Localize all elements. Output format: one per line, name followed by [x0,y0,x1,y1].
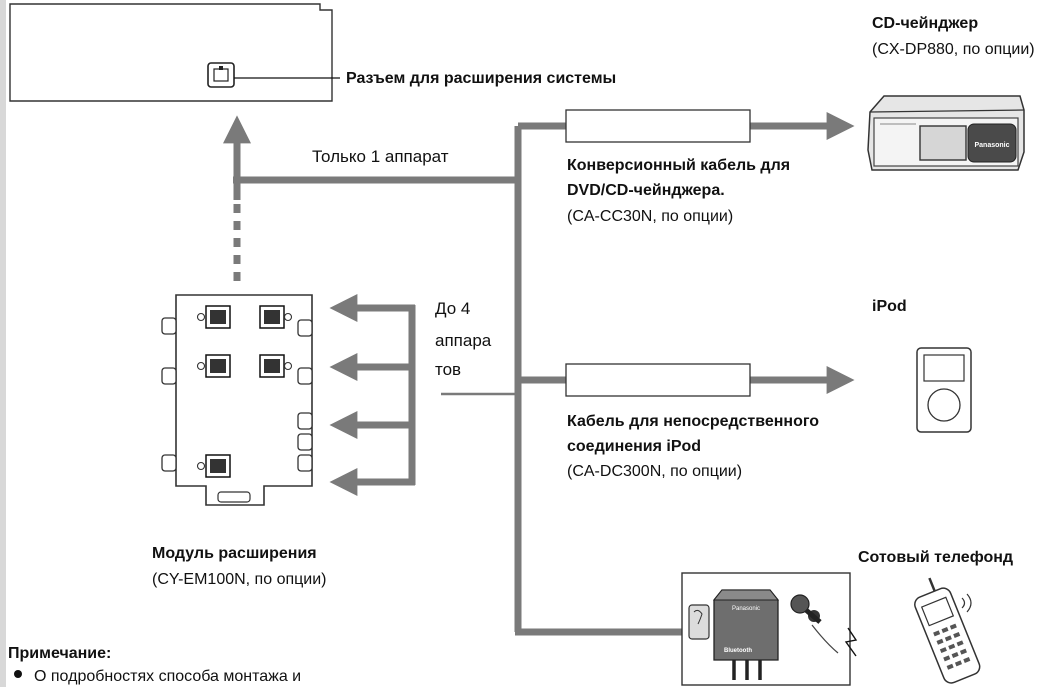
cable-lines [223,112,855,636]
page-edge-strip [0,0,6,687]
ipod-title: iPod [872,298,907,315]
ipod-cable-box [565,363,751,397]
ipod-cable-title-1: Кабель для непосредственного [567,413,820,430]
module-title: Модуль расширения [152,545,317,562]
ipod-image [916,347,972,433]
note-bullet [14,670,22,678]
cd-changer-model: (CX-DP880, по опции) [872,41,1035,58]
ipod-cable-model: (CA-DC300N, по опции) [567,463,743,480]
module-model: (CY-EM100N, по опции) [152,571,327,588]
cell-phone-image [914,577,981,684]
bt-bluetooth-logo: Bluetooth [724,648,752,654]
head-unit [9,3,333,102]
conversion-cable-title-1: Конверсионный кабель для [567,157,791,174]
cd-changer-title: CD-чейнджер [872,15,979,32]
up-to-4-line3: тов [435,360,462,379]
connector-label: Разъем для расширения системы [346,70,617,87]
phone-title: Сотовый телефонд [858,549,1014,566]
cd-changer-image [867,95,1025,171]
only-one-label: Только 1 аппарат [312,147,449,166]
up-to-4-line1: До 4 [435,299,471,318]
bt-brand-logo: Panasonic [732,606,760,612]
note-text: О подробностях способа монтажа и [34,668,302,685]
expansion-module [161,294,313,506]
ipod-cable-title-2: соединения iPod [567,438,702,455]
bluetooth-kit-image [681,572,858,686]
note-title: Примечание: [8,645,112,662]
expansion-connector-icon [207,62,235,88]
conversion-cable-box [565,109,751,143]
conversion-cable-model: (CA-CC30N, по опции) [567,208,734,225]
up-to-4-line2: аппара [435,331,492,350]
changer-brand-logo: Panasonic [974,142,1009,149]
conversion-cable-title-2: DVD/CD-чейнджера. [567,182,725,199]
